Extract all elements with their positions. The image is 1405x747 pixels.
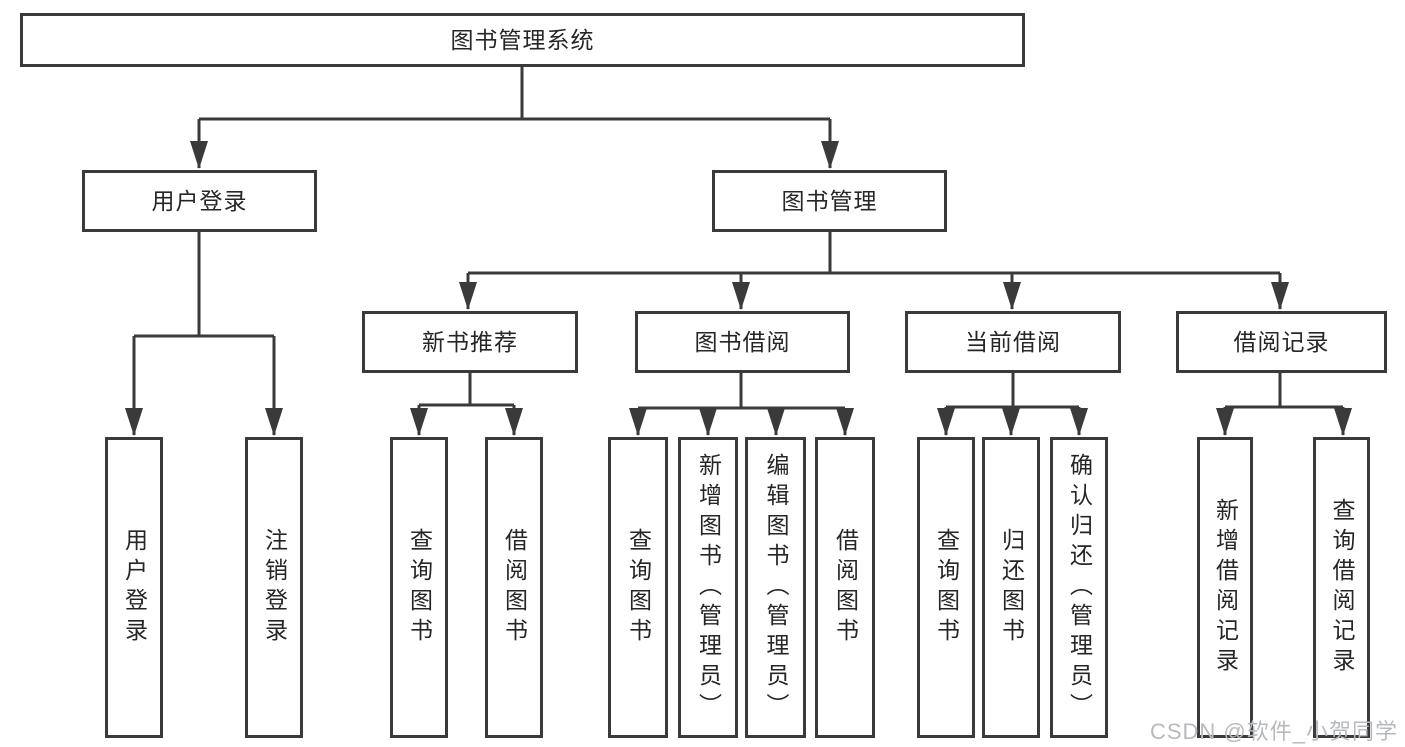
leaf-query-books-borrow: 查询图书 — [608, 437, 668, 738]
leaf-query-borrow-record: 查询借阅记录 — [1313, 437, 1370, 738]
leaf-user-login: 用户登录 — [105, 437, 163, 738]
node-library-management-system: 图书管理系统 — [20, 13, 1025, 67]
leaf-borrow-books: 借阅图书 — [815, 437, 875, 738]
leaf-query-books-current: 查询图书 — [917, 437, 975, 738]
node-user-login: 用户登录 — [82, 170, 317, 232]
csdn-watermark: CSDN @软件_小贺同学 — [1149, 719, 1398, 744]
leaf-borrow-books-recommend: 借阅图书 — [485, 437, 543, 738]
leaf-logout: 注销登录 — [245, 437, 303, 738]
leaf-confirm-return-admin: 确认归还（管理员） — [1050, 437, 1108, 738]
node-borrowing-records: 借阅记录 — [1176, 311, 1387, 373]
node-book-management: 图书管理 — [712, 170, 947, 232]
leaf-edit-books-admin: 编辑图书（管理员） — [745, 437, 806, 738]
node-new-book-recommendation: 新书推荐 — [362, 311, 578, 373]
node-book-borrowing: 图书借阅 — [635, 311, 850, 373]
leaf-add-borrow-record: 新增借阅记录 — [1197, 437, 1253, 738]
leaf-add-books-admin: 新增图书（管理员） — [678, 437, 738, 738]
leaf-return-books: 归还图书 — [982, 437, 1040, 738]
node-current-borrowing: 当前借阅 — [905, 311, 1121, 373]
leaf-query-books-recommend: 查询图书 — [390, 437, 448, 738]
